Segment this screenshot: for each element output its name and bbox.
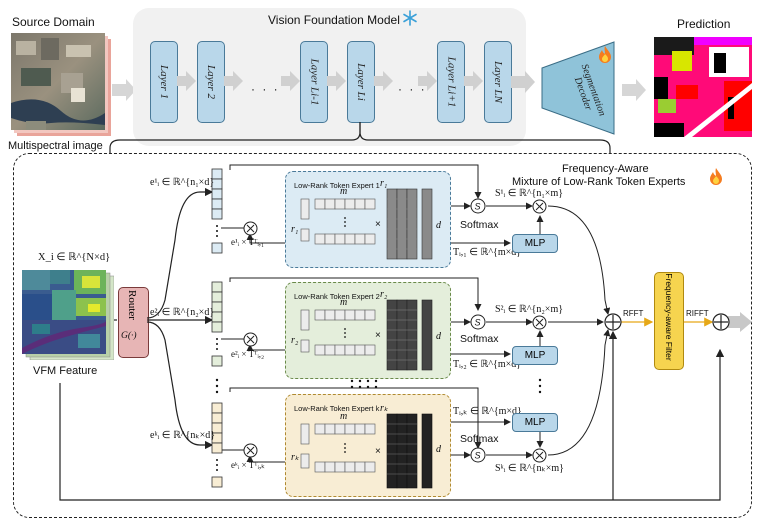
softmax-op-1: S	[470, 198, 486, 219]
arrow-l7	[464, 71, 484, 96]
mlp-block-1: MLP	[512, 234, 558, 253]
t2-label: Tᵢ,₂ ∈ ℝ^{m×d}	[453, 359, 522, 370]
t1-label: Tᵢ,₁ ∈ ℝ^{m×d}	[453, 247, 522, 258]
s2-label: S²ᵢ ∈ ℝ^{n₂×m}	[495, 304, 564, 315]
source-satellite-image	[11, 33, 111, 136]
source-domain-label: Source Domain	[12, 15, 95, 29]
s1-label: S¹ᵢ ∈ ℝ^{n₁×m}	[495, 188, 564, 199]
token-column-k	[211, 402, 223, 488]
expert-2-r-top: r₂	[380, 289, 388, 300]
layer-li-minus-1: Layer Li-1	[300, 41, 328, 123]
expert-k-d: d	[436, 444, 441, 455]
multiply-op-right-2	[532, 315, 547, 335]
expert-k-matrices: ×	[300, 413, 433, 489]
expert-2-title: Low-Rank Token Expert 2	[294, 292, 380, 301]
expert-k-r-top: rₖ	[380, 403, 389, 414]
multiply-op-right-1	[532, 199, 547, 219]
multiply-op-1	[243, 221, 258, 241]
flame-icon-module	[709, 168, 723, 191]
softmax-label-2: Softmax	[460, 333, 499, 345]
expert-1-r-side: r₁	[291, 224, 299, 235]
vfm-title: Vision Foundation Model	[268, 13, 400, 27]
expert-k-m: m	[340, 411, 348, 422]
softmax-label-1: Softmax	[460, 219, 499, 231]
svg-text:×: ×	[375, 219, 381, 230]
softmax-op-2: S	[470, 314, 486, 335]
multiply-op-right-k	[532, 448, 547, 468]
input-x-label: X_i ∈ ℝ^{N×d}	[38, 252, 111, 263]
layer-2: Layer 2	[197, 41, 225, 123]
segmentation-decoder	[540, 40, 618, 141]
expert-1-m: m	[340, 186, 348, 197]
layer-li: Layer Li	[347, 41, 375, 123]
router-function: G(·)	[121, 331, 137, 341]
sum-op	[604, 313, 622, 336]
router-block	[118, 287, 149, 358]
arrow-l6	[418, 71, 438, 96]
filter-label: Frequency-aware Filter	[664, 273, 674, 361]
expert-1-r-top: r₁	[380, 178, 388, 189]
token-column-1	[211, 168, 223, 254]
output-sum-op	[712, 313, 730, 336]
mlp-block-2: MLP	[512, 346, 558, 365]
vfm-feature-label: VFM Feature	[33, 365, 98, 377]
layers-ellipsis: · · ·	[251, 82, 280, 96]
arrow-l1	[177, 71, 197, 96]
expert-k-title: Low-Rank Token Expert k	[294, 404, 380, 413]
e2-label: e²ᵢ ∈ ℝ^{n₂×d}	[150, 307, 215, 318]
arrow-l4	[327, 71, 347, 96]
product-label-k: eᵏᵢ × Tᵀᵢ,ₖ	[231, 460, 266, 470]
snowflake-icon	[402, 10, 418, 31]
expert-1-title: Low-Rank Token Expert 1	[294, 181, 380, 190]
prediction-label: Prediction	[677, 17, 731, 31]
expert-1-d: d	[436, 220, 441, 231]
token-column-2	[211, 281, 223, 367]
arrow-l5	[374, 71, 394, 96]
module-title-line1: Frequency-Aware	[562, 163, 649, 175]
tk-label: Tᵢ,ₖ ∈ ℝ^{m×d}	[453, 406, 522, 417]
expert-2-r-side: r₂	[291, 335, 299, 346]
moe-module-frame	[13, 153, 752, 518]
ek-label: eᵏᵢ ∈ ℝ^{nₖ×d}	[150, 430, 216, 441]
rfft-label: RFFT	[623, 309, 644, 318]
multiply-op-2	[243, 332, 258, 352]
input-arrow	[112, 79, 138, 106]
vfm-feature-map	[22, 270, 115, 361]
prediction-map	[654, 37, 752, 137]
softmax-op-k: S	[470, 447, 486, 468]
expert-2-matrices: ×	[300, 299, 433, 371]
product-label-2: e²ᵢ × Tᵀᵢ,₂	[231, 349, 265, 359]
irfft-label: RIFFT	[686, 309, 709, 318]
svg-text:×: ×	[375, 446, 381, 457]
sk-label: Sᵏᵢ ∈ ℝ^{nₖ×m}	[495, 463, 564, 474]
svg-text:S: S	[475, 451, 481, 461]
multispectral-label: Multispectral image	[8, 140, 103, 152]
svg-text:×: ×	[375, 330, 381, 341]
arrow-to-prediction	[622, 79, 648, 106]
expert-2-d: d	[436, 331, 441, 342]
arrow-to-decoder	[511, 71, 537, 98]
softmax-label-k: Softmax	[460, 433, 499, 445]
mlp-block-k: MLP	[512, 413, 558, 432]
multiply-op-k	[243, 443, 258, 463]
expert-1-matrices: ×	[300, 188, 433, 260]
flame-icon-decoder	[598, 46, 612, 69]
e1-label: e¹ᵢ ∈ ℝ^{n₁×d}	[150, 177, 215, 188]
frequency-filter-block	[654, 272, 684, 370]
svg-text:S: S	[475, 202, 481, 212]
svg-text:S: S	[475, 318, 481, 328]
arrow-l2	[224, 71, 244, 96]
arrow-l3	[281, 71, 301, 96]
product-label-1: e¹ᵢ × Tᵀᵢ,₁	[231, 237, 265, 247]
expert-2-m: m	[340, 297, 348, 308]
module-title-line2: Mixture of Low-Rank Token Experts	[512, 176, 686, 188]
expert-k-r-side: rₖ	[291, 452, 300, 463]
layer-ln: Layer LN	[484, 41, 512, 123]
